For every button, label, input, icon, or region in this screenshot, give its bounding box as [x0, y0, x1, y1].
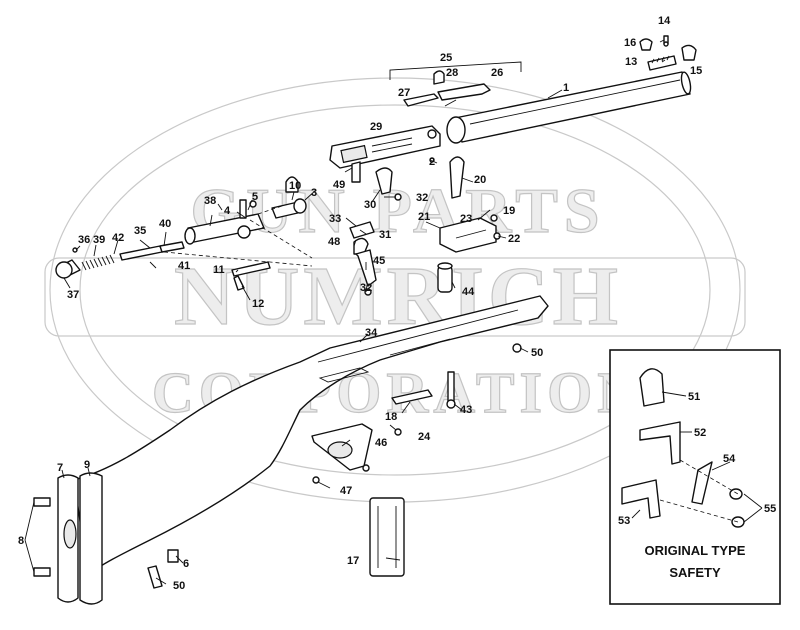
callout-27: 27 — [398, 87, 410, 99]
callout-55: 55 — [764, 503, 776, 515]
extractor-parts — [403, 70, 491, 107]
barrel — [446, 71, 692, 144]
callout-46: 46 — [375, 437, 387, 449]
callout-1: 1 — [563, 82, 569, 94]
inset-title-line1: ORIGINAL TYPE — [645, 543, 746, 558]
sear-parts — [231, 261, 271, 291]
callout-33: 33 — [329, 213, 341, 225]
inset-box: ORIGINAL TYPE SAFETY — [609, 349, 781, 605]
callout-35: 35 — [134, 225, 146, 237]
callout-28: 28 — [446, 67, 458, 79]
callout-30: 30 — [364, 199, 376, 211]
callout-14: 14 — [658, 15, 671, 27]
callout-4: 4 — [224, 205, 231, 217]
callout-8: 8 — [18, 535, 24, 547]
callout-44: 44 — [462, 286, 475, 298]
callout-3: 3 — [311, 187, 317, 199]
callout-54: 54 — [723, 453, 736, 465]
callout-18: 18 — [385, 411, 397, 423]
group-bracket-25 — [389, 61, 522, 80]
magazine — [369, 497, 405, 577]
callout-32a: 32 — [416, 192, 428, 204]
callout-19: 19 — [503, 205, 515, 217]
callout-39: 39 — [93, 234, 105, 246]
callout-53: 53 — [618, 515, 630, 527]
watermark-inner-ellipse — [79, 104, 711, 476]
callout-43: 43 — [460, 404, 472, 416]
callout-50b: 50 — [173, 580, 185, 592]
receiver — [329, 125, 441, 183]
callout-41: 41 — [178, 260, 190, 272]
bolt-assembly — [184, 176, 313, 259]
callout-49: 49 — [333, 179, 345, 191]
callout-36: 36 — [78, 234, 90, 246]
callout-2: 2 — [429, 156, 435, 168]
butt-screws — [33, 497, 51, 577]
inset-title-line2: SAFETY — [669, 565, 721, 580]
callout-12: 12 — [252, 298, 264, 310]
callout-7: 7 — [57, 462, 63, 474]
stock — [73, 295, 549, 576]
callout-23: 23 — [460, 213, 472, 225]
callout-22: 22 — [508, 233, 520, 245]
front-sight-parts — [639, 35, 697, 71]
callout-13: 13 — [625, 56, 637, 68]
callout-17: 17 — [347, 555, 359, 567]
callout-21: 21 — [418, 211, 430, 223]
trigger-guard-parts — [311, 371, 456, 484]
watermark-top-text: GUN PARTS — [190, 175, 605, 246]
callout-34: 34 — [365, 327, 378, 339]
leader-lines — [24, 39, 763, 585]
callout-16: 16 — [624, 37, 636, 49]
callout-47: 47 — [340, 485, 352, 497]
callout-25: 25 — [440, 52, 452, 64]
callout-11: 11 — [213, 264, 225, 276]
callout-48: 48 — [328, 236, 340, 248]
callout-38: 38 — [204, 195, 216, 207]
callout-45: 45 — [373, 255, 385, 267]
callout-51: 51 — [688, 391, 700, 403]
callout-6: 6 — [183, 558, 189, 570]
callout-5: 5 — [252, 191, 258, 203]
watermark-middle-text: NUMRICH — [174, 250, 622, 343]
callout-24: 24 — [418, 431, 431, 443]
butt-plates — [57, 472, 103, 605]
callout-20: 20 — [474, 174, 486, 186]
callout-31: 31 — [379, 229, 391, 241]
callout-29: 29 — [370, 121, 382, 133]
callout-32b: 32 — [360, 282, 372, 294]
callout-50a: 50 — [531, 347, 543, 359]
callout-9: 9 — [84, 459, 90, 471]
callout-10: 10 — [289, 180, 301, 192]
callout-37: 37 — [67, 289, 79, 301]
callout-labels: 1 2 3 4 5 6 7 8 9 10 11 12 13 14 15 16 1… — [18, 15, 776, 592]
firing-pin-parts — [55, 241, 313, 279]
callout-52: 52 — [694, 427, 706, 439]
callout-40: 40 — [159, 218, 171, 230]
part-44 — [437, 262, 453, 293]
callout-42: 42 — [112, 232, 124, 244]
callout-26: 26 — [491, 67, 503, 79]
callout-15: 15 — [690, 65, 702, 77]
stock-small-parts — [147, 343, 522, 589]
